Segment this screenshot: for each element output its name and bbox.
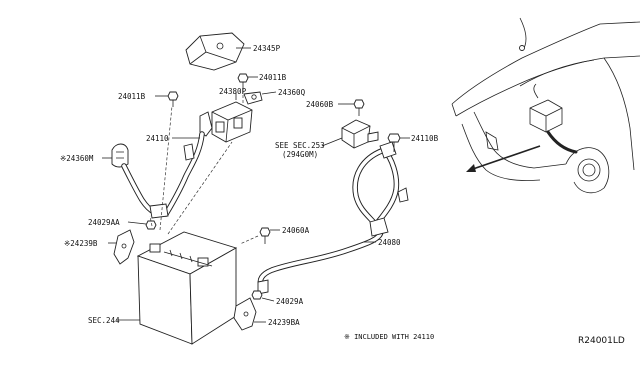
label-24360m: ※24360M — [60, 154, 94, 163]
label-24029aa: 24029AA — [88, 218, 120, 227]
fusible-link-block — [211, 91, 263, 143]
bolt-24060a — [259, 227, 271, 244]
label-24080: 24080 — [378, 238, 401, 247]
negative-cable-24080 — [257, 141, 409, 295]
bracket-24239ba — [233, 297, 257, 331]
label-24239b: ※24239B — [64, 239, 98, 248]
label-24060b: 24060B — [306, 100, 334, 109]
label-see-sec-253: SEE SEC.253 — [275, 141, 325, 150]
label-24011b-left: 24011B — [118, 92, 146, 101]
positive-cable-24110 — [163, 111, 213, 217]
label-24060a: 24060A — [282, 226, 310, 235]
label-24360q: 24360Q — [278, 88, 306, 97]
label-sec-244: SEC.244 — [88, 316, 120, 325]
label-294g0m: (294G0M) — [282, 150, 318, 159]
footnote-included-with-24110: ※ INCLUDED WITH 24110 — [344, 333, 434, 341]
nut-24029a — [251, 290, 263, 300]
bolt-24011b-top — [237, 73, 249, 90]
vehicle-location-inset — [451, 17, 640, 194]
diagram-code: R24001LD — [578, 336, 625, 346]
label-24380p: 24380P — [219, 87, 247, 96]
current-sensor-connector — [341, 119, 379, 149]
bolt-24110b — [387, 133, 401, 152]
nut-24029aa — [145, 220, 157, 230]
bolt-24011b-left — [167, 91, 179, 107]
label-24239ba: 24239BA — [268, 318, 300, 327]
label-24345p: 24345P — [253, 44, 281, 53]
label-24110: 24110 — [146, 134, 169, 143]
terminal-24360m — [111, 143, 169, 219]
label-24029a: 24029A — [276, 297, 304, 306]
battery-cover-part — [185, 32, 245, 71]
label-24110b: 24110B — [411, 134, 439, 143]
bracket-24239b — [113, 229, 135, 265]
battery-sec244 — [136, 231, 238, 345]
label-24011b-right: 24011B — [259, 73, 287, 82]
bolt-24060b — [353, 99, 365, 116]
